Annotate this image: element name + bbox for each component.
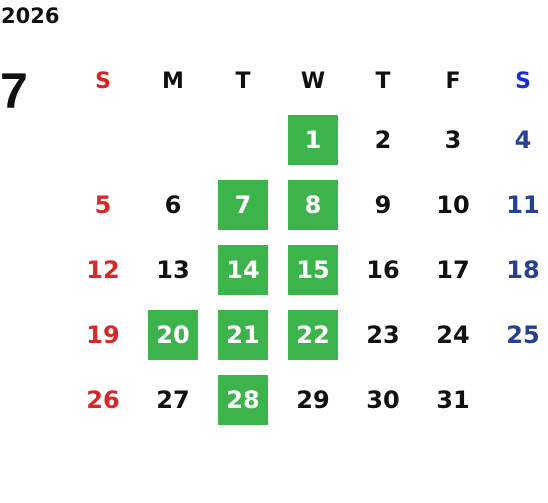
highlighted-day[interactable]: 8 [288,179,338,230]
calendar-day[interactable]: 29 [296,385,330,414]
calendar-cell: 29 [278,367,348,432]
sunday-day[interactable]: 5 [94,190,112,219]
sunday-day[interactable]: 26 [86,385,120,414]
calendar-cell: 2 [348,107,418,172]
calendar-cell: 14 [208,237,278,302]
calendar-day[interactable]: 3 [444,125,462,154]
calendar-day[interactable]: 24 [436,320,470,349]
calendar-cell: 17 [418,237,488,302]
calendar-cell: 22 [278,302,348,367]
calendar-cell: 6 [138,172,208,237]
calendar-cell: 10 [418,172,488,237]
calendar-cell: 12 [68,237,138,302]
highlighted-day[interactable]: 15 [288,244,338,295]
calendar-day[interactable]: 17 [436,255,470,284]
calendar-cell: 27 [138,367,208,432]
empty-day [148,115,198,165]
calendar-cell [208,107,278,172]
calendar-cell: 15 [278,237,348,302]
empty-day [78,115,128,165]
highlighted-day[interactable]: 28 [218,374,268,425]
calendar-day[interactable]: 13 [156,255,190,284]
calendar-day[interactable]: 10 [436,190,470,219]
weekday-friday: F [445,68,461,94]
calendar-cell: 9 [348,172,418,237]
calendar-cell: 23 [348,302,418,367]
calendar-cell: 19 [68,302,138,367]
calendar-cell: 28 [208,367,278,432]
calendar-cell: 31 [418,367,488,432]
calendar-day[interactable]: 27 [156,385,190,414]
calendar-cell: 21 [208,302,278,367]
calendar-cell: 18 [488,237,548,302]
calendar-week-row: 12 13 14 15 16 17 18 [68,237,548,302]
highlighted-day[interactable]: 1 [288,114,338,165]
saturday-day[interactable]: 25 [506,320,540,349]
highlighted-day[interactable]: 21 [218,309,268,360]
weekday-tuesday: T [235,68,251,94]
calendar-week-row: 1 2 3 4 [68,107,548,172]
calendar-cell [138,107,208,172]
saturday-day[interactable]: 11 [506,190,540,219]
empty-day [498,375,548,425]
weekday-sunday: S [95,68,111,94]
calendar-cell: 11 [488,172,548,237]
weekday-thursday: T [375,68,391,94]
highlighted-day[interactable]: 20 [148,309,198,360]
calendar-cell: 1 [278,107,348,172]
year-label: 2026 [1,4,60,28]
calendar-day[interactable]: 2 [374,125,392,154]
saturday-day[interactable]: 18 [506,255,540,284]
calendar-cell: 3 [418,107,488,172]
weekday-wednesday: W [300,68,326,94]
calendar-cell: 5 [68,172,138,237]
saturday-day[interactable]: 4 [514,125,532,154]
weekday-monday: M [162,68,184,94]
calendar-day[interactable]: 30 [366,385,400,414]
calendar-cell: 24 [418,302,488,367]
calendar-day[interactable]: 6 [164,190,182,219]
calendar-cell: 4 [488,107,548,172]
calendar-day[interactable]: 23 [366,320,400,349]
empty-day [218,115,268,165]
sunday-day[interactable]: 12 [86,255,120,284]
calendar-cell: 7 [208,172,278,237]
calendar-cell: 13 [138,237,208,302]
weekday-saturday: S [515,68,531,94]
highlighted-day[interactable]: 14 [218,244,268,295]
calendar-week-row: 26 27 28 29 30 31 [68,367,548,432]
highlighted-day[interactable]: 7 [218,179,268,230]
highlighted-day[interactable]: 22 [288,309,338,360]
calendar-cell: 8 [278,172,348,237]
calendar-cell [68,107,138,172]
calendar-day[interactable]: 9 [374,190,392,219]
sunday-day[interactable]: 19 [86,320,120,349]
calendar-cell: 16 [348,237,418,302]
calendar-cell: 25 [488,302,548,367]
weekday-header-row: S M T W T F S [68,55,548,107]
calendar-day[interactable]: 31 [436,385,470,414]
calendar-cell: 26 [68,367,138,432]
calendar-week-row: 19 20 21 22 23 24 25 [68,302,548,367]
calendar-cell: 30 [348,367,418,432]
calendar-cell: 20 [138,302,208,367]
calendar-cell [488,367,548,432]
calendar-day[interactable]: 16 [366,255,400,284]
month-number: 7 [0,63,28,119]
